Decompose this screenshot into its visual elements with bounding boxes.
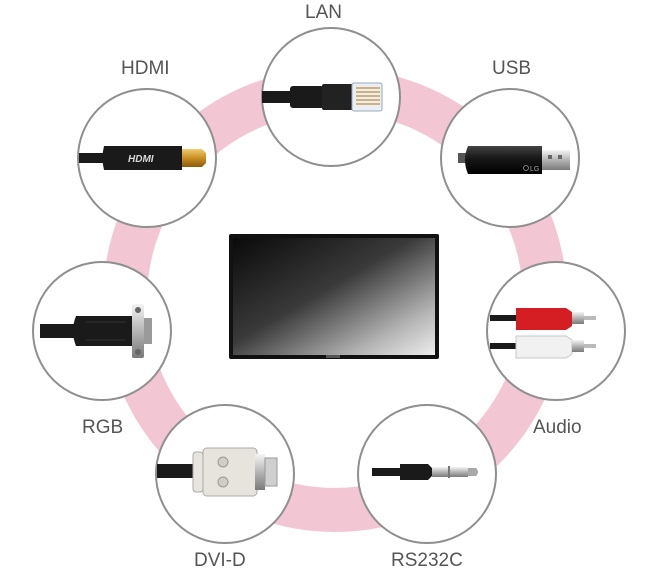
- label-rgb: RGB: [82, 417, 124, 438]
- hdmi-connector: HDMI: [77, 88, 217, 228]
- label-usb: USB: [492, 58, 532, 79]
- usb-dongle-icon: LG: [458, 146, 570, 174]
- rca-audio-plug-icon: [490, 308, 596, 359]
- label-hdmi: HDMI: [121, 58, 170, 79]
- label-audio: Audio: [533, 417, 582, 438]
- label-lan: LAN: [305, 2, 342, 23]
- hdmi-brand-label: HDMI: [128, 154, 154, 165]
- dvi-plug-icon: [157, 447, 278, 497]
- rs232c-connector: [357, 404, 497, 544]
- hdmi-plug-icon: HDMI: [79, 146, 206, 170]
- label-rs232c: RS232C: [391, 550, 463, 571]
- rj45-plug-icon: [262, 82, 383, 112]
- audio-connector: [486, 261, 626, 401]
- label-dvi-d: DVI-D: [194, 550, 246, 571]
- display-monitor-icon: [229, 234, 439, 359]
- dvi-d-connector: [155, 404, 295, 544]
- usb-connector: LG: [440, 88, 580, 228]
- vga-plug-icon: [40, 304, 152, 358]
- stereo-jack-plug-icon: [372, 464, 478, 480]
- lan-connector: [261, 27, 401, 167]
- rgb-connector: [32, 261, 172, 401]
- usb-brand-label: LG: [530, 166, 539, 173]
